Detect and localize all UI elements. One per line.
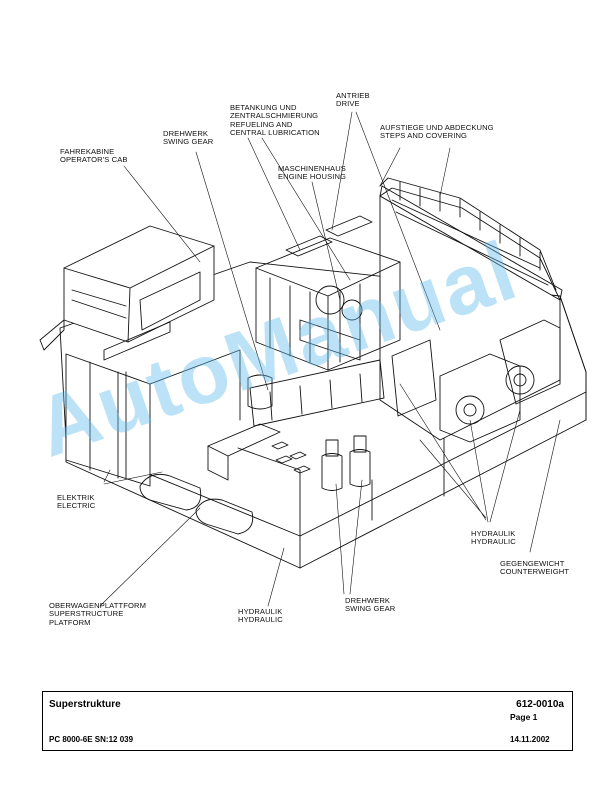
leader-lines: [99, 111, 561, 607]
title-block: Superstrukture 612-0010a Page 1 PC 8000-…: [42, 691, 573, 751]
operators-cab: [39, 225, 215, 361]
model-serial: PC 8000-6E SN:12 039: [49, 735, 134, 744]
document-title: Superstrukture: [49, 699, 121, 710]
document-date: 14.11.2002: [510, 735, 550, 744]
swing-gear-motors: [247, 374, 371, 491]
hydraulic-pumps: [391, 319, 561, 443]
electric-cabinet: [207, 423, 311, 481]
cab-support: [65, 349, 241, 487]
engine-housing: [255, 215, 401, 371]
superstructure-drawing: [39, 111, 587, 607]
steps-and-covering-railing: [379, 177, 561, 301]
counterweight-block: [379, 185, 563, 441]
platform-supports: [139, 473, 254, 535]
page-number: Page 1: [510, 712, 538, 722]
document-number: 612-0010a: [516, 699, 564, 710]
drive-engine: [299, 285, 363, 361]
